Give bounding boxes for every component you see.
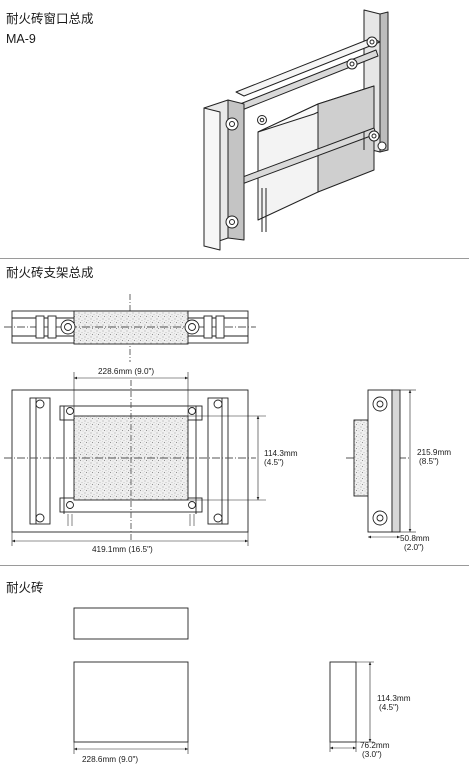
section1-title: 耐火砖窗口总成 <box>6 11 94 26</box>
dim-side-height-mm: 215.9mm <box>417 448 452 457</box>
section-divider-2 <box>0 565 469 566</box>
isometric-assembly <box>203 9 389 251</box>
dim-brick-height-in: (4.5") <box>264 458 284 467</box>
holder-side-view <box>346 389 410 533</box>
section3-title: 耐火砖 <box>6 580 44 595</box>
dim-length: 228.6mm (9.0") <box>82 755 139 764</box>
holder-front-view <box>4 380 256 540</box>
side-view-dimensions <box>368 389 416 539</box>
brick-side-view <box>329 661 357 743</box>
section-divider-1 <box>0 258 469 259</box>
dim-side-depth-in: (2.0") <box>404 543 424 552</box>
brick-dimensions <box>73 661 374 754</box>
front-view-dimensions <box>11 372 266 546</box>
dim-side-height-in: (8.5") <box>419 457 439 466</box>
dim-thickness-in: (3.0") <box>362 750 382 759</box>
model-number: MA-9 <box>6 32 36 46</box>
dim-height-in: (4.5") <box>379 703 399 712</box>
dim-overall-width: 419.1mm (16.5") <box>92 545 153 554</box>
holder-top-view <box>4 294 256 362</box>
brick-views <box>73 607 357 743</box>
section2-title: 耐火砖支架总成 <box>6 265 94 280</box>
dim-brick-length: 228.6mm (9.0") <box>98 367 155 376</box>
dim-thickness-mm: 76.2mm <box>360 741 390 750</box>
brick-front-view <box>73 661 189 743</box>
iso-top-rail <box>235 37 381 97</box>
dim-side-depth-mm: 50.8mm <box>400 534 430 543</box>
dim-brick-height-mm: 114.3mm <box>264 449 298 458</box>
brick-top-view <box>73 607 189 640</box>
dim-height-mm: 114.3mm <box>377 694 411 703</box>
iso-bolts <box>225 36 387 229</box>
